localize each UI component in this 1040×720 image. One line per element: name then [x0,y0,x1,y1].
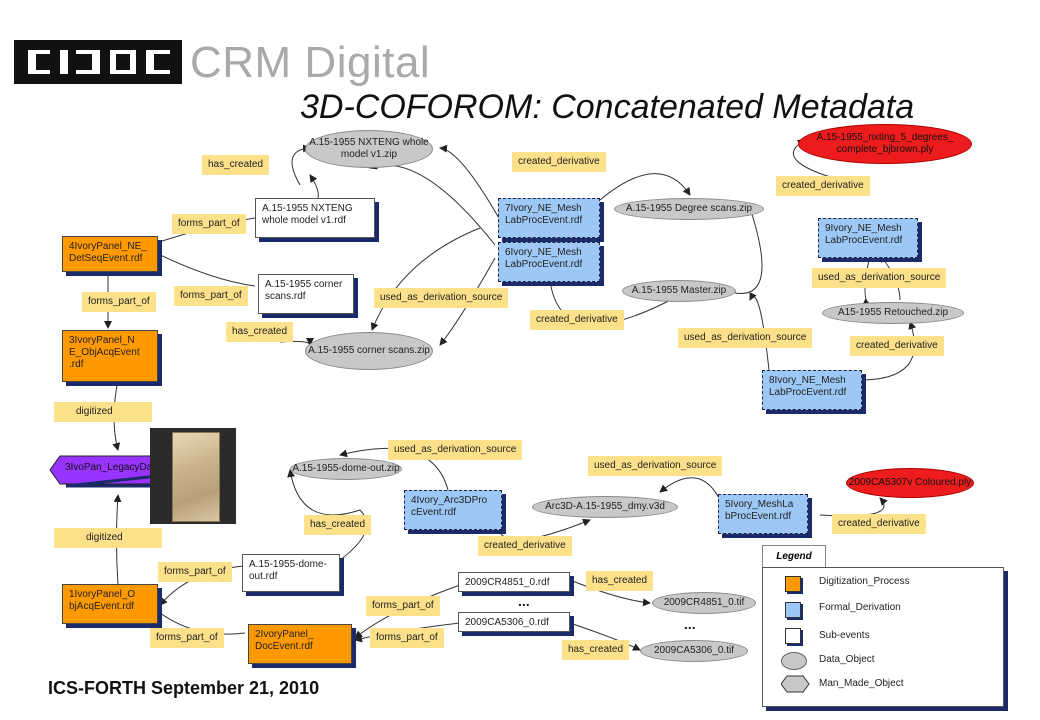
derivation-node[interactable]: 5Ivory_MeshLa bProcEvent.rdf [718,494,808,534]
ivory-panel-image [150,428,236,524]
relation-label: forms_part_of [172,214,246,234]
page-subtitle: 3D-COFOROM: Concatenated Metadata [300,88,915,126]
legend-swatch-process [785,576,801,592]
edge-line [859,321,917,381]
legend-title: Legend [762,545,826,568]
relation-label: forms_part_of [158,562,232,582]
data-object-node[interactable]: A.15-1955-dome-out.zip [290,458,402,480]
relation-label: created_derivative [512,152,606,172]
subevent-node[interactable]: 2009CA5306_0.rdf [458,612,570,632]
relation-label: has_created [562,640,630,660]
edge-line [370,227,481,331]
relation-label: used_as_derivation_source [374,288,509,308]
relation-label: forms_part_of [82,292,156,312]
edge-line [287,469,368,561]
edge-line [439,144,501,221]
edge-line [439,257,496,346]
subevent-node[interactable]: A.15-1955-dome- out.rdf [242,554,340,592]
edge-line [659,477,721,501]
footer-text: ICS-FORTH September 21, 2010 [48,678,320,698]
legend-label: Data_Object [819,654,875,665]
relation-label: digitized [54,528,162,548]
data-object-node[interactable]: Arc3D-A.15-1955_dmy.v3d [532,496,678,518]
relation-label: digitized [54,402,152,422]
final-product-node[interactable]: A.15-1955_nxting_5_degrees_ complete_bjb… [798,124,972,164]
relation-label: forms_part_of [366,596,440,616]
legacy-node[interactable]: 3IvoPan_LegacyData.rdf [64,462,176,473]
relation-label: forms_part_of [370,628,444,648]
relation-label: has_created [304,515,372,535]
subevent-node[interactable]: A.15-1955 corner scans.rdf [258,274,354,314]
derivation-node[interactable]: 9Ivory_NE_Mesh LabProcEvent.rdf [818,218,918,258]
data-object-node[interactable]: A.15-1955 NXTENG whole model v1.zip [305,130,433,168]
edge-line [569,579,651,607]
edge-line [734,207,763,294]
edge-line [599,173,691,201]
subevent-node[interactable]: A.15-1955 NXTENG whole model v1.rdf [255,198,375,238]
legend-panel: Digitization_Process Formal_Derivation S… [762,567,1004,707]
relation-label: forms_part_of [150,628,224,648]
relation-label: created_derivative [776,176,870,196]
process-node[interactable]: 3IvoryPanel_N E_ObjAcqEvent .rdf [62,330,158,382]
data-object-node[interactable]: A15-1955 Retouched.zip [822,302,964,324]
data-object-node[interactable]: A.15-1955 Master.zip [622,280,736,302]
data-object-node[interactable]: A.15-1955 Degree scans.zip [614,198,764,220]
data-object-node[interactable]: 2009CR4851_0.tif [652,592,756,614]
derivation-node[interactable]: 4Ivory_Arc3DPro cEvent.rdf [404,490,502,530]
subevent-node[interactable]: 2009CR4851_0.rdf [458,572,570,592]
legend-swatch-data-object [781,652,807,670]
relation-label: used_as_derivation_source [812,268,947,288]
edge-line [749,291,771,381]
edge-line [369,161,496,246]
ellipsis-mark: ... [684,616,696,632]
edge-line [309,174,319,199]
data-object-node[interactable]: A.15-1955 corner scans.zip [305,332,433,370]
relation-label: used_as_derivation_source [388,440,523,460]
relation-label: used_as_derivation_source [588,456,723,476]
data-object-node[interactable]: 2009CA5306_0.tif [640,640,748,662]
brand-title: CRM Digital [190,38,431,87]
derivation-node[interactable]: 7Ivory_NE_Mesh LabProcEvent.rdf [498,198,600,238]
relation-label: forms_part_of [174,286,248,306]
derivation-node[interactable]: 6Ivory_NE_Mesh LabProcEvent.rdf [498,242,600,282]
derivation-node[interactable]: 8Ivory_NE_Mesh LabProcEvent.rdf [762,370,862,410]
legend-swatch-derivation [785,602,801,618]
relation-label: used_as_derivation_source [678,328,813,348]
relation-label: has_created [202,155,270,175]
legend-label: Digitization_Process [819,576,910,587]
final-product-node[interactable]: 2009CA5307v Coloured.ply [846,468,974,498]
relation-label: created_derivative [832,514,926,534]
process-node[interactable]: 4IvoryPanel_NE_ DetSeqEvent.rdf [62,236,158,272]
relation-label: created_derivative [850,336,944,356]
edge-line [149,249,256,287]
legend-label: Man_Made_Object [819,678,904,689]
legend-label: Sub-events [819,630,870,641]
relation-label: has_created [586,571,654,591]
cidoc-logo [14,40,182,84]
process-node[interactable]: 1IvoryPanel_O bjAcqEvent.rdf [62,584,158,624]
relation-label: created_derivative [478,536,572,556]
edge-line [569,622,641,651]
process-node[interactable]: 2IvoryPanel_ DocEvent.rdf [248,624,352,664]
legend-swatch-subevent [785,628,801,644]
legend-swatch-man-made-object [781,675,810,693]
relation-label: has_created [226,322,294,342]
ellipsis-mark: ... [518,593,530,609]
legend-label: Formal_Derivation [819,602,901,613]
relation-label: created_derivative [530,310,624,330]
